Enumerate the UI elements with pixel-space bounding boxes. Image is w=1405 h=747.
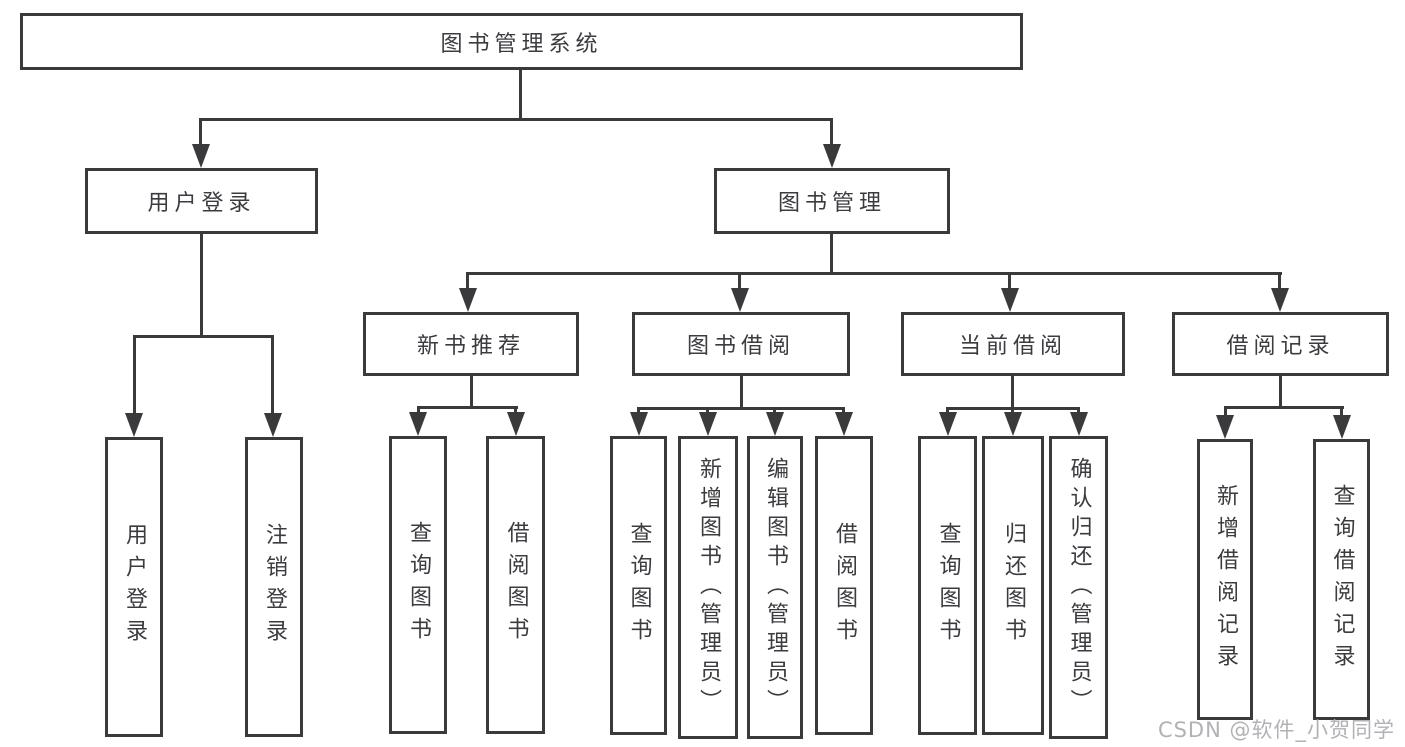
- leaf-user-login: 用户登录: [105, 437, 163, 737]
- connector-line: [1008, 275, 1011, 288]
- connector-line: [637, 407, 845, 410]
- leaf-borrow-books: 借阅图书: [815, 436, 873, 735]
- connector-line: [1224, 409, 1227, 415]
- arrow-down-icon: [507, 412, 525, 436]
- leaf-edit-books-admin: 编辑图书（管理员）: [747, 436, 803, 739]
- connector-line: [1011, 409, 1014, 412]
- connector-line: [199, 121, 202, 144]
- leaf-query-borrow-record: 查询借阅记录: [1313, 439, 1370, 720]
- arrow-down-icon: [459, 288, 477, 312]
- leaf-logout: 注销登录: [245, 437, 303, 737]
- arrow-down-icon: [939, 412, 957, 436]
- leaf-add-borrow-record: 新增借阅记录: [1197, 439, 1253, 720]
- leaf-borrow-books-recommend-label: 借阅图书: [503, 521, 529, 649]
- connector-line: [1077, 409, 1080, 412]
- node-new-book-recommend-label: 新书推荐: [416, 334, 525, 359]
- connector-line: [946, 407, 1080, 410]
- connector-line: [133, 335, 274, 338]
- leaf-query-books-recommend-label: 查询图书: [406, 521, 431, 649]
- arrow-down-icon: [192, 144, 210, 168]
- connector-line: [706, 409, 709, 412]
- leaf-query-borrow-record-label: 查询借阅记录: [1329, 483, 1355, 676]
- connector-line: [1011, 376, 1014, 407]
- watermark: CSDN @软件_小贺同学: [1157, 718, 1395, 742]
- connector-line: [773, 409, 776, 412]
- node-book-borrowing-label: 图书借阅: [686, 334, 795, 359]
- connector-line: [271, 338, 274, 413]
- connector-line: [740, 376, 743, 407]
- leaf-edit-books-admin-label: 编辑图书（管理员）: [763, 457, 788, 718]
- leaf-confirm-return-admin-label: 确认归还（管理员）: [1066, 457, 1092, 718]
- arrow-down-icon: [731, 288, 749, 312]
- node-user-login: 用户登录: [85, 168, 318, 234]
- connector-line: [200, 233, 203, 335]
- connector-line: [514, 409, 517, 412]
- node-book-management: 图书管理: [714, 168, 950, 234]
- leaf-query-books-borrowing: 查询图书: [610, 436, 667, 735]
- connector-line: [417, 409, 420, 412]
- node-current-borrowing: 当前借阅: [901, 312, 1125, 376]
- connector-line: [1224, 406, 1344, 409]
- arrow-down-icon: [409, 412, 427, 436]
- leaf-add-books-admin-label: 新增图书（管理员）: [696, 457, 721, 718]
- connector-line: [830, 233, 833, 272]
- arrow-down-icon: [699, 412, 717, 436]
- leaf-query-books-recommend: 查询图书: [389, 436, 447, 734]
- connector-line: [842, 409, 845, 412]
- connector-line: [738, 275, 741, 288]
- connector-line: [133, 338, 136, 413]
- connector-line: [417, 406, 518, 409]
- connector-line: [466, 272, 1282, 275]
- connector-line: [637, 409, 640, 412]
- leaf-query-books-current-label: 查询图书: [935, 521, 961, 650]
- leaf-user-login-label: 用户登录: [122, 523, 147, 651]
- node-user-login-label: 用户登录: [147, 191, 256, 216]
- connector-line: [830, 121, 833, 144]
- arrow-down-icon: [1216, 415, 1234, 439]
- arrow-down-icon: [835, 412, 853, 436]
- connector-line: [946, 409, 949, 412]
- connector-line: [466, 275, 469, 288]
- leaf-confirm-return-admin: 确认归还（管理员）: [1049, 436, 1108, 739]
- connector-line: [1279, 376, 1282, 406]
- node-book-management-label: 图书管理: [777, 191, 886, 216]
- leaf-query-books-borrowing-label: 查询图书: [626, 521, 652, 650]
- leaf-logout-label: 注销登录: [262, 523, 287, 651]
- connector-line: [470, 376, 473, 406]
- arrow-down-icon: [1333, 415, 1351, 439]
- leaf-borrow-books-recommend: 借阅图书: [486, 436, 545, 734]
- node-root: 图书管理系统: [20, 13, 1023, 70]
- arrow-down-icon: [1070, 412, 1088, 436]
- arrow-down-icon: [1001, 288, 1019, 312]
- leaf-borrow-books-label: 借阅图书: [832, 521, 857, 650]
- node-root-label: 图书管理系统: [440, 31, 603, 57]
- node-current-borrowing-label: 当前借阅: [958, 334, 1067, 359]
- node-new-book-recommend: 新书推荐: [363, 312, 579, 376]
- connector-line: [1340, 409, 1343, 415]
- leaf-query-books-current: 查询图书: [918, 436, 977, 735]
- arrow-down-icon: [125, 413, 143, 437]
- leaf-return-books-label: 归还图书: [1001, 521, 1026, 650]
- connector-line: [1278, 275, 1281, 288]
- node-book-borrowing: 图书借阅: [632, 312, 850, 376]
- node-borrowing-records: 借阅记录: [1172, 312, 1389, 376]
- connector-line: [519, 69, 522, 118]
- arrow-down-icon: [630, 412, 648, 436]
- arrow-down-icon: [823, 144, 841, 168]
- arrow-down-icon: [1004, 412, 1022, 436]
- arrow-down-icon: [264, 413, 282, 437]
- arrow-down-icon: [766, 412, 784, 436]
- leaf-return-books: 归还图书: [982, 436, 1044, 735]
- connector-line: [199, 118, 833, 121]
- node-borrowing-records-label: 借阅记录: [1226, 334, 1335, 359]
- leaf-add-books-admin: 新增图书（管理员）: [678, 436, 738, 739]
- arrow-down-icon: [1271, 288, 1289, 312]
- leaf-add-borrow-record-label: 新增借阅记录: [1213, 483, 1238, 676]
